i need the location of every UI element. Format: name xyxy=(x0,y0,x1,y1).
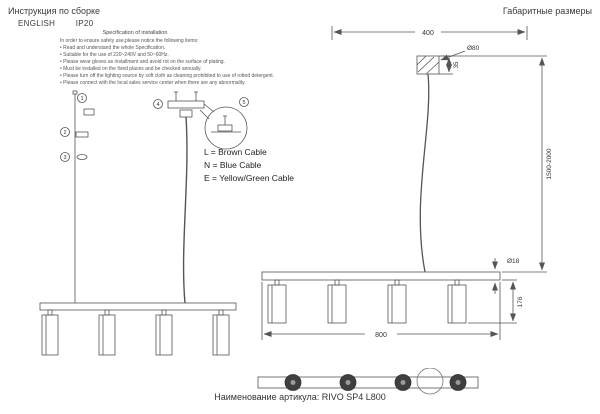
spec-item: Must be installed on the fixed places an… xyxy=(60,66,300,73)
shade-3 xyxy=(155,309,173,356)
connector-part-icon xyxy=(179,109,193,118)
callout-circle xyxy=(239,97,249,107)
spec-item: Please wear gloves as installment and av… xyxy=(60,59,300,66)
bar-plan xyxy=(257,376,479,389)
dim-176 xyxy=(468,279,517,324)
spec-title: Specification of installation xyxy=(102,30,168,36)
cable-live-label: L = Brown Cable xyxy=(204,147,267,157)
dim-drop xyxy=(441,55,547,273)
callout-number: 1 xyxy=(80,96,83,102)
shade-side-2 xyxy=(327,279,347,324)
callout-number: 3 xyxy=(63,155,66,161)
canopy-dia-label: Ø80 xyxy=(467,45,480,52)
dimension-labels: 400 Ø80 35 1500-2000 Ø18 176 800 xyxy=(375,30,553,339)
dimension-drawing: 400 Ø80 35 1500-2000 Ø18 176 800 xyxy=(261,26,553,340)
bracket-part-icon xyxy=(75,131,89,138)
dimension-linework xyxy=(261,26,547,340)
canopy-part-icon xyxy=(83,108,95,116)
overall-dimensions-title: Габаритные размеры xyxy=(502,6,592,16)
cable-color-legend: L = Brown Cable N = Blue Cable E = Yello… xyxy=(204,146,294,185)
screw-head-icon xyxy=(72,90,78,95)
callout-circle xyxy=(60,152,70,162)
mounting-plate-icon xyxy=(167,100,205,109)
callout-number: 2 xyxy=(63,130,66,136)
dim-35 xyxy=(439,55,453,75)
shade-side-1 xyxy=(267,279,287,324)
ip-rating-label: IP20 xyxy=(75,19,94,28)
spec-item: Suitable for the use of 220~240V and 50~… xyxy=(60,52,300,59)
spec-item: Please turn off the lighting source by s… xyxy=(60,73,300,80)
assembly-linework xyxy=(39,90,248,356)
language-label: ENGLISH xyxy=(18,19,56,28)
shade-height-label: 176 xyxy=(517,296,524,307)
callout-numbers: 1 2 3 4 5 xyxy=(63,96,245,161)
dim-400 xyxy=(331,26,528,40)
specification-block: Specification of installation In order t… xyxy=(60,30,300,87)
shade-4 xyxy=(212,309,230,356)
fixture-bar-side xyxy=(261,271,501,281)
callout-number: 4 xyxy=(156,102,159,108)
shade-1 xyxy=(41,309,59,356)
callout-circle xyxy=(77,93,87,103)
fixture-bar xyxy=(39,302,237,311)
tube-dia-label: Ø18 xyxy=(507,258,520,265)
suspension-cable-middle xyxy=(182,116,188,304)
canopy-height-label: 35 xyxy=(454,61,460,68)
detail-circle xyxy=(204,106,248,150)
page-title: Инструкция по сборке xyxy=(8,6,101,16)
callout-number: 5 xyxy=(242,100,245,106)
canopy-plan-circle xyxy=(416,368,444,395)
callout-circle xyxy=(60,127,70,137)
disc-part-icon xyxy=(76,154,88,160)
ceiling-canopy xyxy=(416,55,440,75)
bar-length-label: 800 xyxy=(375,332,387,339)
plan-view xyxy=(257,368,479,395)
shade-side-3 xyxy=(387,279,407,324)
spec-item: Please connect with the local sales serv… xyxy=(60,80,300,87)
dim-400-label: 400 xyxy=(422,30,434,37)
spec-list: Read and understand the whole Specificat… xyxy=(60,45,300,87)
spec-intro: In order to ensure safety use,please not… xyxy=(60,38,199,44)
callout-markers xyxy=(60,93,249,162)
detail-leader-line xyxy=(203,103,215,113)
drop-length-label: 1500-2000 xyxy=(546,148,553,179)
plan-view-linework xyxy=(257,368,479,395)
shade-side-4 xyxy=(447,279,467,324)
cable-earth-label: E = Yellow/Green Cable xyxy=(204,173,295,183)
spec-item: Read and understand the whole Specificat… xyxy=(60,45,300,52)
article-name: Наименование артикула: RIVO SP4 L800 xyxy=(214,392,386,402)
detail-leader-line xyxy=(199,109,210,120)
assembly-diagram: 1 2 3 4 5 xyxy=(39,90,249,356)
cable-neutral-label: N = Blue Cable xyxy=(204,160,262,170)
canopy-dia-leader xyxy=(440,50,466,61)
dim-800 xyxy=(261,282,501,340)
language-ip-line: ENGLISH IP20 xyxy=(18,19,93,28)
callout-circle xyxy=(153,99,163,109)
shade-2 xyxy=(98,309,116,356)
suspension-cable xyxy=(419,73,430,273)
